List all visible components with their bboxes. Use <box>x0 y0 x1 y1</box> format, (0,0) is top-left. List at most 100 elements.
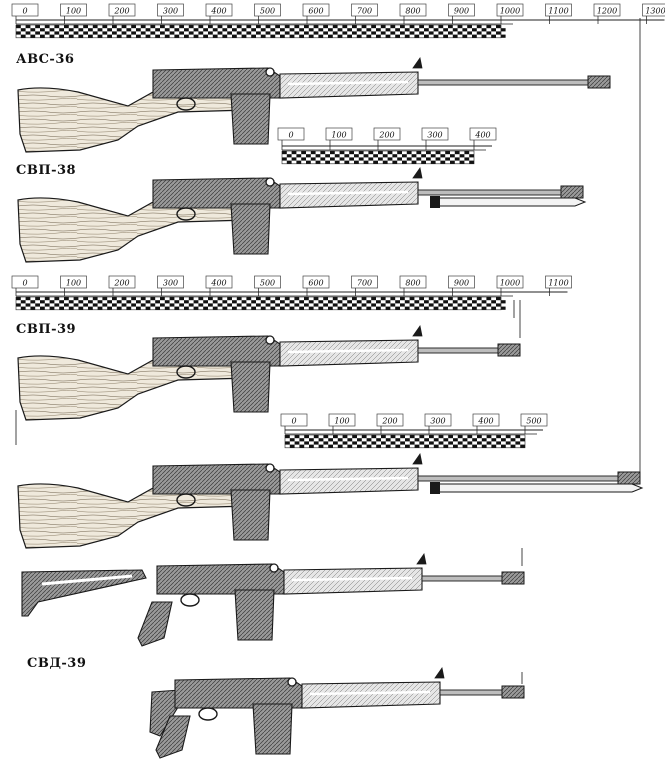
wooden-stock <box>17 83 250 153</box>
scale-tick-box <box>496 275 524 289</box>
front-sight <box>412 453 423 465</box>
scale-tick-label: 500 <box>260 7 275 16</box>
rifle-drawing <box>17 57 611 153</box>
muzzle-brake <box>501 571 525 585</box>
scale-tick-label: 900 <box>454 279 469 288</box>
muzzle-brake <box>497 343 521 357</box>
trigger-guard <box>176 207 196 221</box>
scale-tick-box <box>351 275 378 289</box>
scale-tick-label: 400 <box>210 279 226 288</box>
scale-tick-box <box>60 275 87 289</box>
handguard <box>279 467 419 495</box>
trigger-guard <box>176 493 196 507</box>
scale-tick-label: 700 <box>357 7 372 16</box>
scale-tick-label: 1100 <box>548 279 568 288</box>
magazine <box>234 589 275 641</box>
scale-tick-label: 600 <box>308 279 323 288</box>
scale-tick-box <box>642 3 665 17</box>
rifle-drawing <box>17 167 587 263</box>
handguard <box>279 181 419 209</box>
scale-tick-box <box>280 413 308 427</box>
scale-tick-label: 1100 <box>548 7 568 16</box>
scale-tick-box <box>108 3 136 17</box>
rifle-drawing <box>17 325 521 421</box>
trigger-guard <box>176 97 196 111</box>
folding-stock <box>21 569 147 617</box>
scale-tick-label: 1300 <box>645 7 665 16</box>
scale-tick-label: 900 <box>454 7 469 16</box>
scale-tick-box <box>469 127 497 141</box>
scale-tick-label: 400 <box>474 131 490 140</box>
scale-tick-box <box>60 3 87 17</box>
muzzle-brake <box>560 185 584 199</box>
scale-tick-box <box>205 3 233 17</box>
scale-tick-box <box>11 275 39 289</box>
wooden-stock <box>17 351 250 421</box>
rear-sight <box>265 177 275 187</box>
scale-tick-label: 100 <box>331 131 346 140</box>
scale-tick-label: 800 <box>405 279 420 288</box>
bayonet-hilt <box>430 196 440 208</box>
muzzle-brake <box>501 685 525 699</box>
scale-tick-box <box>520 413 548 427</box>
scale-tick-box <box>545 275 572 289</box>
trigger-guard <box>198 707 218 721</box>
scale-tick-label: 0 <box>22 279 27 288</box>
barrel <box>417 475 623 482</box>
trigger-guard <box>176 365 196 379</box>
rear-sight <box>265 67 275 77</box>
scale-tick-box <box>448 275 475 289</box>
magazine <box>230 93 271 145</box>
scale-tick-box <box>302 275 330 289</box>
scale-tick-box <box>593 3 621 17</box>
receiver-group <box>174 667 525 755</box>
bayonet-blade <box>437 197 587 207</box>
scale-tick-box <box>254 3 281 17</box>
receiver-group <box>152 167 587 255</box>
scale-tick-label: 300 <box>427 131 442 140</box>
scale-tick-label: 1200 <box>597 7 617 16</box>
rear-sight <box>265 463 275 473</box>
barrel <box>417 79 593 86</box>
scale-tick-box <box>399 275 427 289</box>
scale-tick-label: 800 <box>405 7 420 16</box>
rear-sight <box>265 335 275 345</box>
handguard <box>301 681 441 709</box>
scale-checkered-band <box>284 434 526 449</box>
scale-tick-box <box>302 3 330 17</box>
barrel <box>417 189 566 196</box>
scale-tick-box <box>424 413 452 427</box>
front-sight <box>434 667 445 679</box>
scale-tick-label: 200 <box>113 279 129 288</box>
scale-checkered-band <box>15 296 506 311</box>
barrel <box>439 689 507 696</box>
scale-tick-label: 300 <box>430 417 445 426</box>
scale-tick-label: 500 <box>260 279 275 288</box>
scale-tick-label: 400 <box>210 7 226 16</box>
scale-tick-box <box>325 127 353 141</box>
scale-tick-label: 100 <box>66 7 81 16</box>
scale-tick-label: 100 <box>66 279 81 288</box>
scale-tick-box <box>277 127 305 141</box>
scale-tick-label: 1000 <box>500 279 520 288</box>
handguard <box>279 71 419 99</box>
bayonet-blade <box>437 483 644 493</box>
scale-tick-box <box>11 3 39 17</box>
front-sight <box>412 57 423 69</box>
scale-checkered-band <box>281 150 475 165</box>
scale-tick-box <box>496 3 524 17</box>
pistol-grip <box>155 715 191 759</box>
scale-tick-label: 300 <box>163 279 178 288</box>
rifle-label-svp39: СВП-39 <box>16 322 77 337</box>
rifle-label-avs36: АВС-36 <box>16 52 75 67</box>
rifle-drawing <box>149 667 525 759</box>
receiver-group <box>152 453 644 541</box>
magazine <box>252 703 293 755</box>
receiver-group <box>152 57 611 145</box>
scale-tick-box <box>108 275 136 289</box>
scale-tick-box <box>205 275 233 289</box>
